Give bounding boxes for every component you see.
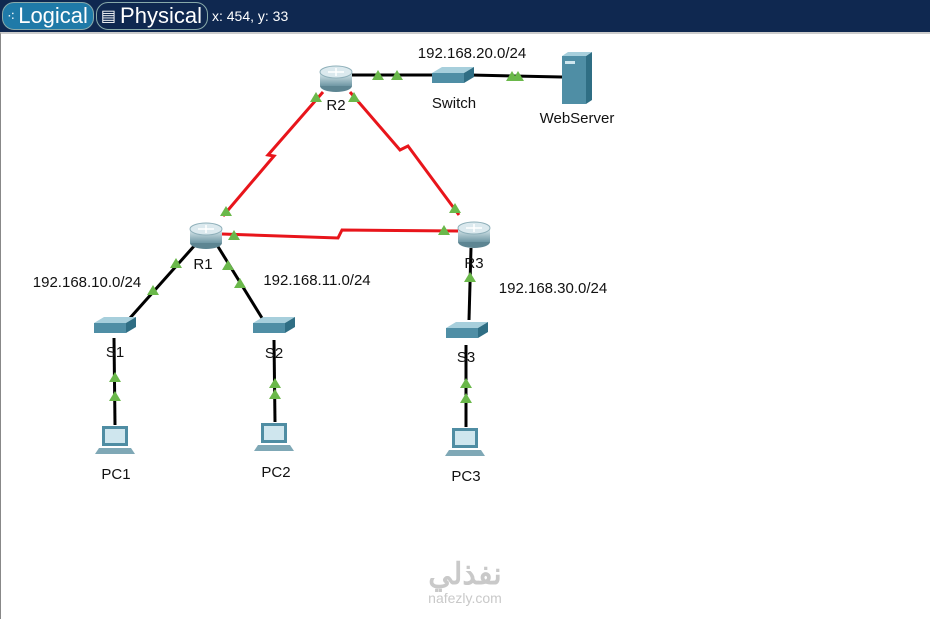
network-30-label: 192.168.30.0/24 xyxy=(499,280,607,297)
router-r1-icon[interactable] xyxy=(189,222,223,250)
switch-s3-icon[interactable] xyxy=(446,322,488,338)
switch-label: Switch xyxy=(432,95,476,112)
switch-icon[interactable] xyxy=(432,67,474,83)
serial-link-r1-r2[interactable] xyxy=(221,91,325,217)
serial-link-r1-r3[interactable] xyxy=(221,228,459,240)
server-icon[interactable] xyxy=(562,52,592,104)
router-r2-icon[interactable] xyxy=(319,65,353,93)
pc2-label: PC2 xyxy=(261,464,290,481)
logical-workspace[interactable] xyxy=(0,32,930,619)
links xyxy=(112,73,563,427)
s1-label: S1 xyxy=(106,344,124,361)
tab-physical-label: Physical xyxy=(120,3,202,28)
tab-logical-label: Logical xyxy=(18,3,88,28)
network-20-label: 192.168.20.0/24 xyxy=(418,45,526,62)
coordinate-readout: x: 454, y: 33 xyxy=(211,8,289,24)
webserver-label: WebServer xyxy=(540,110,615,127)
pc3-label: PC3 xyxy=(451,468,480,485)
toolbar: ⁖ Logical ▤ Physical x: 454, y: 33 xyxy=(0,0,930,32)
pc1-label: PC1 xyxy=(101,466,130,483)
link-r1-s1[interactable] xyxy=(128,244,197,319)
tab-physical[interactable]: ▤ Physical xyxy=(95,2,208,30)
pc3-icon[interactable] xyxy=(445,428,485,456)
watermark-latin: nafezly.com xyxy=(428,590,502,606)
switch-s1-icon[interactable] xyxy=(94,317,136,333)
s3-label: S3 xyxy=(457,349,475,366)
watermark-arabic: نفذلي xyxy=(428,558,502,591)
pc2-icon[interactable] xyxy=(254,423,294,451)
switch-s2-icon[interactable] xyxy=(253,317,295,333)
router-r3-icon[interactable] xyxy=(457,221,491,249)
network-10-label: 192.168.10.0/24 xyxy=(33,274,141,291)
r2-label: R2 xyxy=(326,97,345,114)
link-r3-s3[interactable] xyxy=(467,247,473,321)
pc1-icon[interactable] xyxy=(95,426,135,454)
labels: R2 Switch WebServer R1 R3 S1 S2 S3 PC1 P… xyxy=(33,45,615,485)
r1-label: R1 xyxy=(193,256,212,273)
s2-label: S2 xyxy=(265,345,283,362)
logical-icon: ⁖ xyxy=(7,7,16,24)
physical-icon: ▤ xyxy=(100,8,117,25)
serial-link-r2-r3[interactable] xyxy=(348,91,461,216)
r3-label: R3 xyxy=(464,255,483,272)
tab-logical[interactable]: ⁖ Logical xyxy=(2,2,94,30)
network-11-label: 192.168.11.0/24 xyxy=(263,272,370,289)
watermark: نفذلي nafezly.com xyxy=(400,558,530,607)
